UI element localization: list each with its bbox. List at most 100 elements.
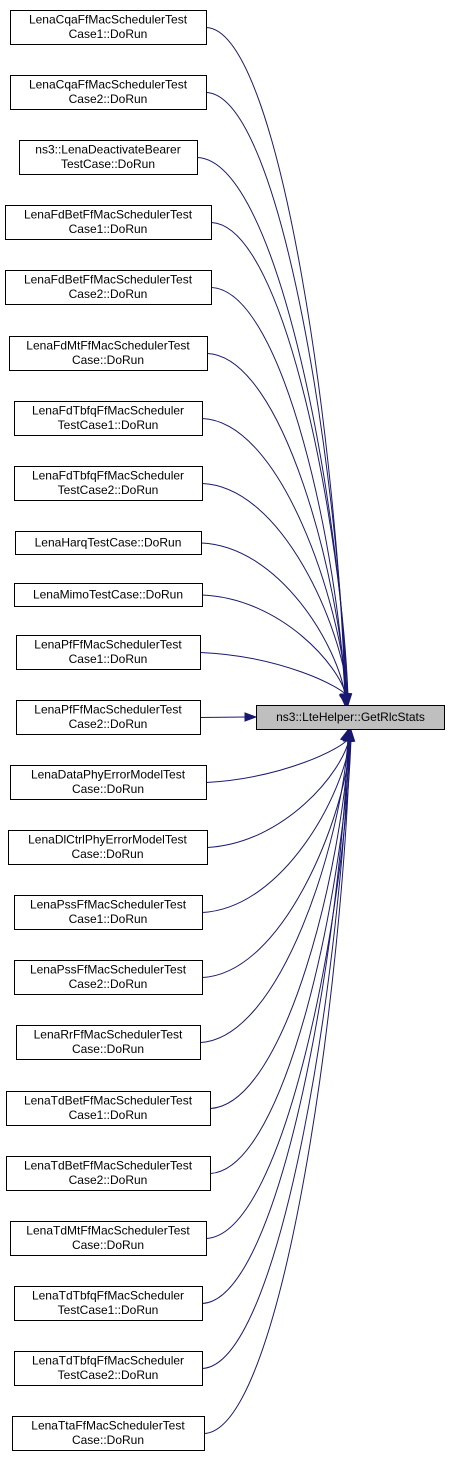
caller-label-line2: Case1::DoRun	[69, 27, 148, 41]
caller-box[interactable]	[19, 140, 198, 175]
caller-label-line2: Case2::DoRun	[69, 977, 148, 991]
call-edge	[206, 738, 352, 1239]
caller-label-line2: Case::DoRun	[72, 1238, 144, 1252]
caller-label-line1: LenaTdBetFfMacSchedulerTest	[24, 1094, 193, 1108]
caller-label-line1: LenaPssFfMacSchedulerTest	[30, 898, 187, 912]
caller-label-line1: ns3::LenaDeactivateBearer	[35, 143, 180, 157]
caller-box[interactable]	[10, 10, 207, 45]
caller-box[interactable]	[14, 466, 203, 501]
caller-label-line1: LenaPfFfMacSchedulerTest	[34, 703, 182, 717]
caller-box[interactable]	[14, 960, 203, 995]
caller-label-line2: Case::DoRun	[72, 353, 144, 367]
caller-box[interactable]	[16, 700, 201, 735]
caller-label-line2: Case::DoRun	[71, 847, 143, 861]
caller-box[interactable]	[14, 401, 203, 436]
call-edges	[197, 27, 356, 1434]
caller-label-line2: TestCase1::DoRun	[58, 1303, 159, 1317]
call-edge	[211, 222, 349, 697]
caller-label-line2: Case1::DoRun	[69, 912, 148, 926]
caller-label-line2: Case::DoRun	[72, 1433, 144, 1447]
call-edge	[206, 92, 347, 697]
caller-box[interactable]	[5, 270, 212, 305]
target-box[interactable]	[256, 705, 445, 730]
caller-label-line1: LenaTtaFfMacSchedulerTest	[31, 1419, 185, 1433]
caller-box[interactable]	[6, 1156, 211, 1191]
call-edge	[202, 738, 352, 978]
caller-label-line2: TestCase1::DoRun	[58, 418, 159, 432]
call-edge	[207, 353, 347, 697]
caller-label-line2: Case2::DoRun	[69, 717, 148, 731]
call-edge	[204, 738, 351, 1434]
caller-box[interactable]	[10, 765, 207, 800]
caller-box[interactable]	[8, 830, 208, 865]
caller-box[interactable]	[9, 336, 208, 371]
edge-arrowhead	[244, 712, 258, 722]
call-edge	[200, 652, 348, 697]
caller-box[interactable]	[10, 75, 207, 110]
caller-label-line1: LenaCqaFfMacSchedulerTest	[29, 13, 188, 27]
caller-label-line2: Case2::DoRun	[69, 287, 148, 301]
caller-label-line2: Case::DoRun	[72, 1042, 144, 1056]
edge-arrowhead	[338, 692, 348, 707]
caller-box[interactable]	[5, 205, 212, 240]
target-node[interactable]: ns3::LteHelper::GetRlcStats	[256, 705, 445, 730]
caller-box[interactable]	[12, 1416, 205, 1451]
call-edge	[211, 287, 346, 697]
caller-label-line1: LenaFdTbfqFfMacScheduler	[32, 469, 184, 483]
caller-label-line1: LenaPssFfMacSchedulerTest	[30, 963, 187, 977]
caller-label-line1: LenaTdTbfqFfMacScheduler	[32, 1354, 184, 1368]
caller-label-line1: LenaTdMtFfMacSchedulerTest	[26, 1224, 190, 1238]
caller-label-line2: Case1::DoRun	[69, 652, 148, 666]
caller-box[interactable]	[14, 1351, 203, 1386]
caller-label-line1: LenaDataPhyErrorModelTest	[31, 768, 186, 782]
caller-label-line1: LenaFdTbfqFfMacScheduler	[32, 404, 184, 418]
edge-arrowhead	[345, 728, 355, 742]
caller-label-line2: TestCase2::DoRun	[58, 1368, 159, 1382]
caller-box[interactable]	[16, 635, 201, 670]
call-edge	[201, 542, 346, 697]
call-edge	[210, 738, 350, 1109]
caller-box[interactable]	[6, 1091, 211, 1126]
caller-label-line2: TestCase2::DoRun	[58, 483, 159, 497]
call-edge	[202, 738, 351, 913]
caller-label-line1: LenaFdBetFfMacSchedulerTest	[24, 208, 193, 222]
caller-node[interactable]: LenaHarqTestCase::DoRun	[15, 531, 202, 555]
caller-label-line2: Case1::DoRun	[69, 1108, 148, 1122]
caller-box[interactable]	[14, 895, 203, 930]
caller-box[interactable]	[16, 1025, 201, 1060]
caller-label-line1: LenaDlCtrlPhyErrorModelTest	[28, 833, 187, 847]
caller-label-line1: LenaFdMtFfMacSchedulerTest	[26, 339, 190, 353]
caller-box[interactable]	[14, 583, 203, 607]
call-edge	[202, 738, 349, 1304]
caller-label-line1: LenaFdBetFfMacSchedulerTest	[24, 273, 193, 287]
call-edge	[202, 738, 350, 1369]
call-edge	[202, 483, 349, 697]
caller-label-line1: LenaMimoTestCase::DoRun	[33, 588, 183, 602]
caller-box[interactable]	[15, 531, 202, 555]
caller-node[interactable]: LenaMimoTestCase::DoRun	[14, 583, 203, 607]
caller-box[interactable]	[14, 1286, 203, 1321]
caller-box[interactable]	[10, 1221, 207, 1256]
